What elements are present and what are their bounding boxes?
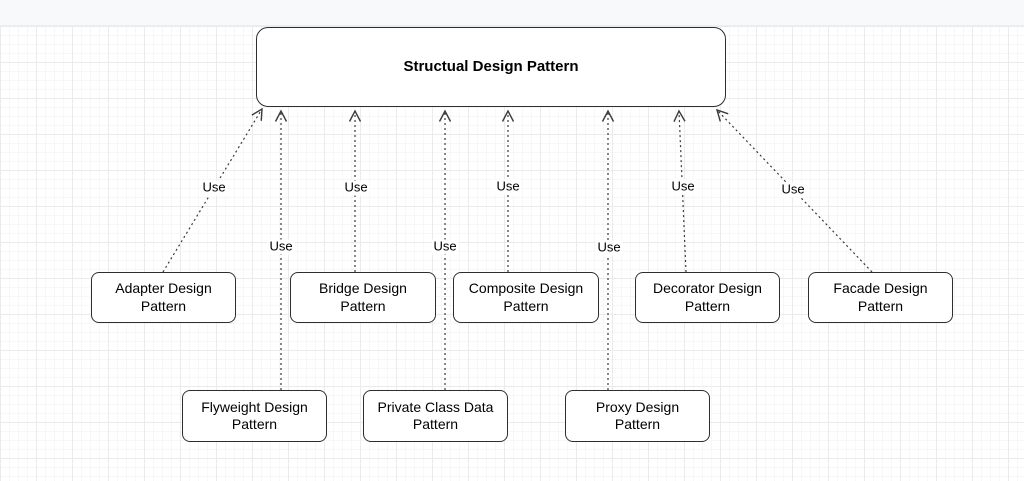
node-proxy-design-pattern[interactable]: Proxy Design Pattern <box>565 390 710 442</box>
node-facade-design-pattern[interactable]: Facade Design Pattern <box>808 272 953 323</box>
node-bridge-design-pattern[interactable]: Bridge Design Pattern <box>290 272 436 323</box>
edge-label-use-proxy[interactable]: Use <box>595 239 623 256</box>
node-structural-design-pattern[interactable]: Structual Design Pattern <box>256 27 726 107</box>
node-flyweight-design-pattern[interactable]: Flyweight Design Pattern <box>182 390 327 442</box>
node-label: Adapter Design Pattern <box>115 280 212 314</box>
edge-label-use-private-class-data[interactable]: Use <box>431 238 459 255</box>
node-label: Private Class Data Pattern <box>377 398 494 433</box>
node-label: Composite Design Pattern <box>468 280 584 314</box>
node-composite-design-pattern[interactable]: Composite Design Pattern <box>453 272 599 323</box>
node-decorator-design-pattern[interactable]: Decorator Design Pattern <box>635 272 780 323</box>
node-label: Bridge Design Pattern <box>319 280 407 314</box>
node-label: Decorator Design Pattern <box>653 280 762 314</box>
edge-label-use-facade[interactable]: Use <box>779 181 807 198</box>
node-adapter-design-pattern[interactable]: Adapter Design Pattern <box>91 272 236 323</box>
node-label: Facade Design Pattern <box>833 280 928 314</box>
edge-label-use-decorator[interactable]: Use <box>669 178 697 195</box>
node-private-class-data-pattern[interactable]: Private Class Data Pattern <box>363 390 508 442</box>
node-label: Proxy Design Pattern <box>595 398 680 433</box>
node-label: Flyweight Design Pattern <box>201 398 308 433</box>
top-toolbar-strip <box>0 0 1024 26</box>
edge-facade-to-structural[interactable] <box>715 108 873 273</box>
edge-label-use-flyweight[interactable]: Use <box>267 238 295 255</box>
edge-label-use-adapter[interactable]: Use <box>200 179 228 196</box>
edge-label-use-composite[interactable]: Use <box>494 178 522 195</box>
edge-label-use-bridge[interactable]: Use <box>342 179 370 196</box>
node-label: Structual Design Pattern <box>403 57 579 75</box>
